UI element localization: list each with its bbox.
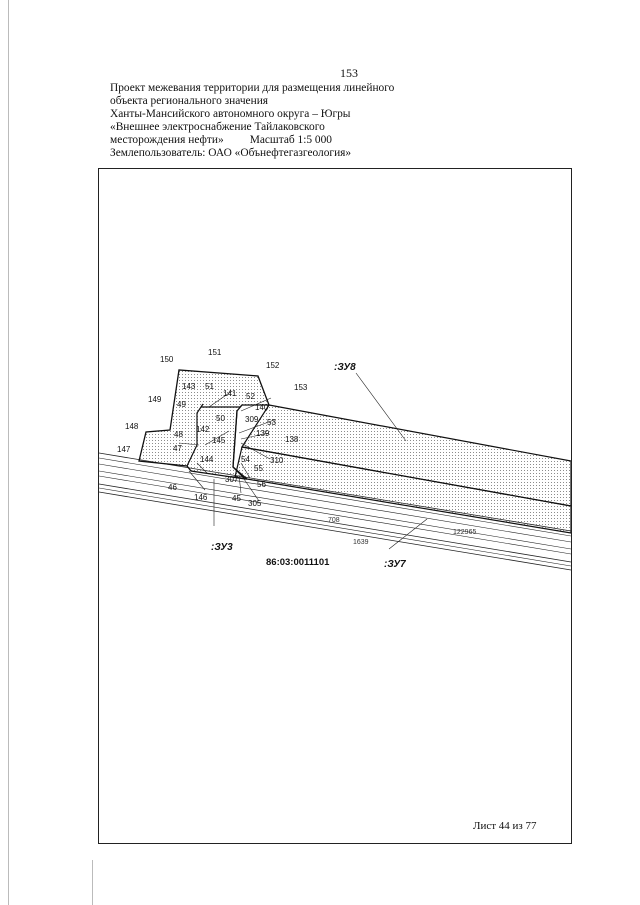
plot-zu8: [241, 404, 571, 507]
point-label-52: 52: [246, 392, 255, 401]
point-label-149: 149: [148, 395, 162, 404]
scale-label: Масштаб 1:5 000: [249, 134, 333, 146]
map-frame: 150 151 152 153 143 51 141 52 149 49 50 …: [98, 168, 572, 844]
point-label-141: 141: [223, 389, 237, 398]
inner-boundaries: [186, 403, 248, 480]
point-label-56: 56: [257, 480, 266, 489]
point-label-145: 145: [212, 436, 226, 445]
point-label-139: 139: [256, 429, 270, 438]
point-label-152: 152: [266, 361, 280, 370]
point-label-146: 146: [194, 493, 208, 502]
point-label-46: 46: [168, 483, 177, 492]
point-label-309: 309: [245, 415, 259, 424]
header-line-5-text: месторождения нефти»: [110, 134, 224, 146]
point-label-147: 147: [117, 445, 131, 454]
point-label-55: 55: [254, 464, 263, 473]
header-line-5: месторождения нефти» Масштаб 1:5 000: [110, 134, 430, 147]
header-line-1: Проект межевания территории для размещен…: [110, 82, 395, 94]
point-label-138: 138: [285, 435, 299, 444]
point-label-51: 51: [205, 382, 214, 391]
point-label-305: 305: [248, 499, 262, 508]
point-label-53: 53: [267, 418, 276, 427]
point-label-45: 45: [232, 494, 241, 503]
point-label-148: 148: [125, 422, 139, 431]
page-number: 153: [340, 66, 358, 80]
point-label-153: 153: [294, 383, 308, 392]
point-label-143: 143: [182, 382, 196, 391]
point-label-49: 49: [177, 400, 186, 409]
document-header: Проект межевания территории для размещен…: [110, 82, 430, 160]
road-label-1639: 1639: [353, 539, 369, 546]
cadastral-quarter-number: 86:03:0011101: [266, 557, 330, 568]
zone-label-zu8: :ЗУ8: [334, 362, 356, 373]
road-label-122965: 122965: [453, 529, 476, 536]
point-label-54: 54: [241, 455, 250, 464]
header-line-2: объекта регионального значения: [110, 95, 269, 107]
point-label-140: 140: [255, 403, 269, 412]
point-label-142: 142: [196, 425, 210, 434]
point-label-50: 50: [216, 414, 225, 423]
point-label-150: 150: [160, 355, 174, 364]
plot-zu7: [234, 446, 571, 534]
point-label-307: 307: [225, 475, 239, 484]
header-line-3: Ханты-Мансийского автономного округа – Ю…: [110, 108, 351, 120]
zone-label-zu7: :ЗУ7: [384, 559, 406, 570]
header-line-4: «Внешнее электроснабжение Тайлаковского: [110, 121, 325, 133]
road-label-708: 708: [328, 517, 340, 524]
point-label-151: 151: [208, 348, 222, 357]
point-label-47: 47: [173, 444, 182, 453]
cadastral-map: 150 151 152 153 143 51 141 52 149 49 50 …: [99, 348, 571, 571]
leader-lines: [178, 372, 428, 550]
binding-line: [92, 860, 93, 905]
point-label-144: 144: [200, 455, 214, 464]
sheet-number: Лист 44 из 77: [473, 820, 537, 832]
point-label-310: 310: [270, 456, 284, 465]
header-line-6: Землепользователь: ОАО «Обънефтегазгеоло…: [110, 147, 352, 159]
zone-label-zu3: :ЗУ3: [211, 542, 233, 553]
left-margin-line: [8, 0, 9, 905]
point-label-48: 48: [174, 430, 183, 439]
